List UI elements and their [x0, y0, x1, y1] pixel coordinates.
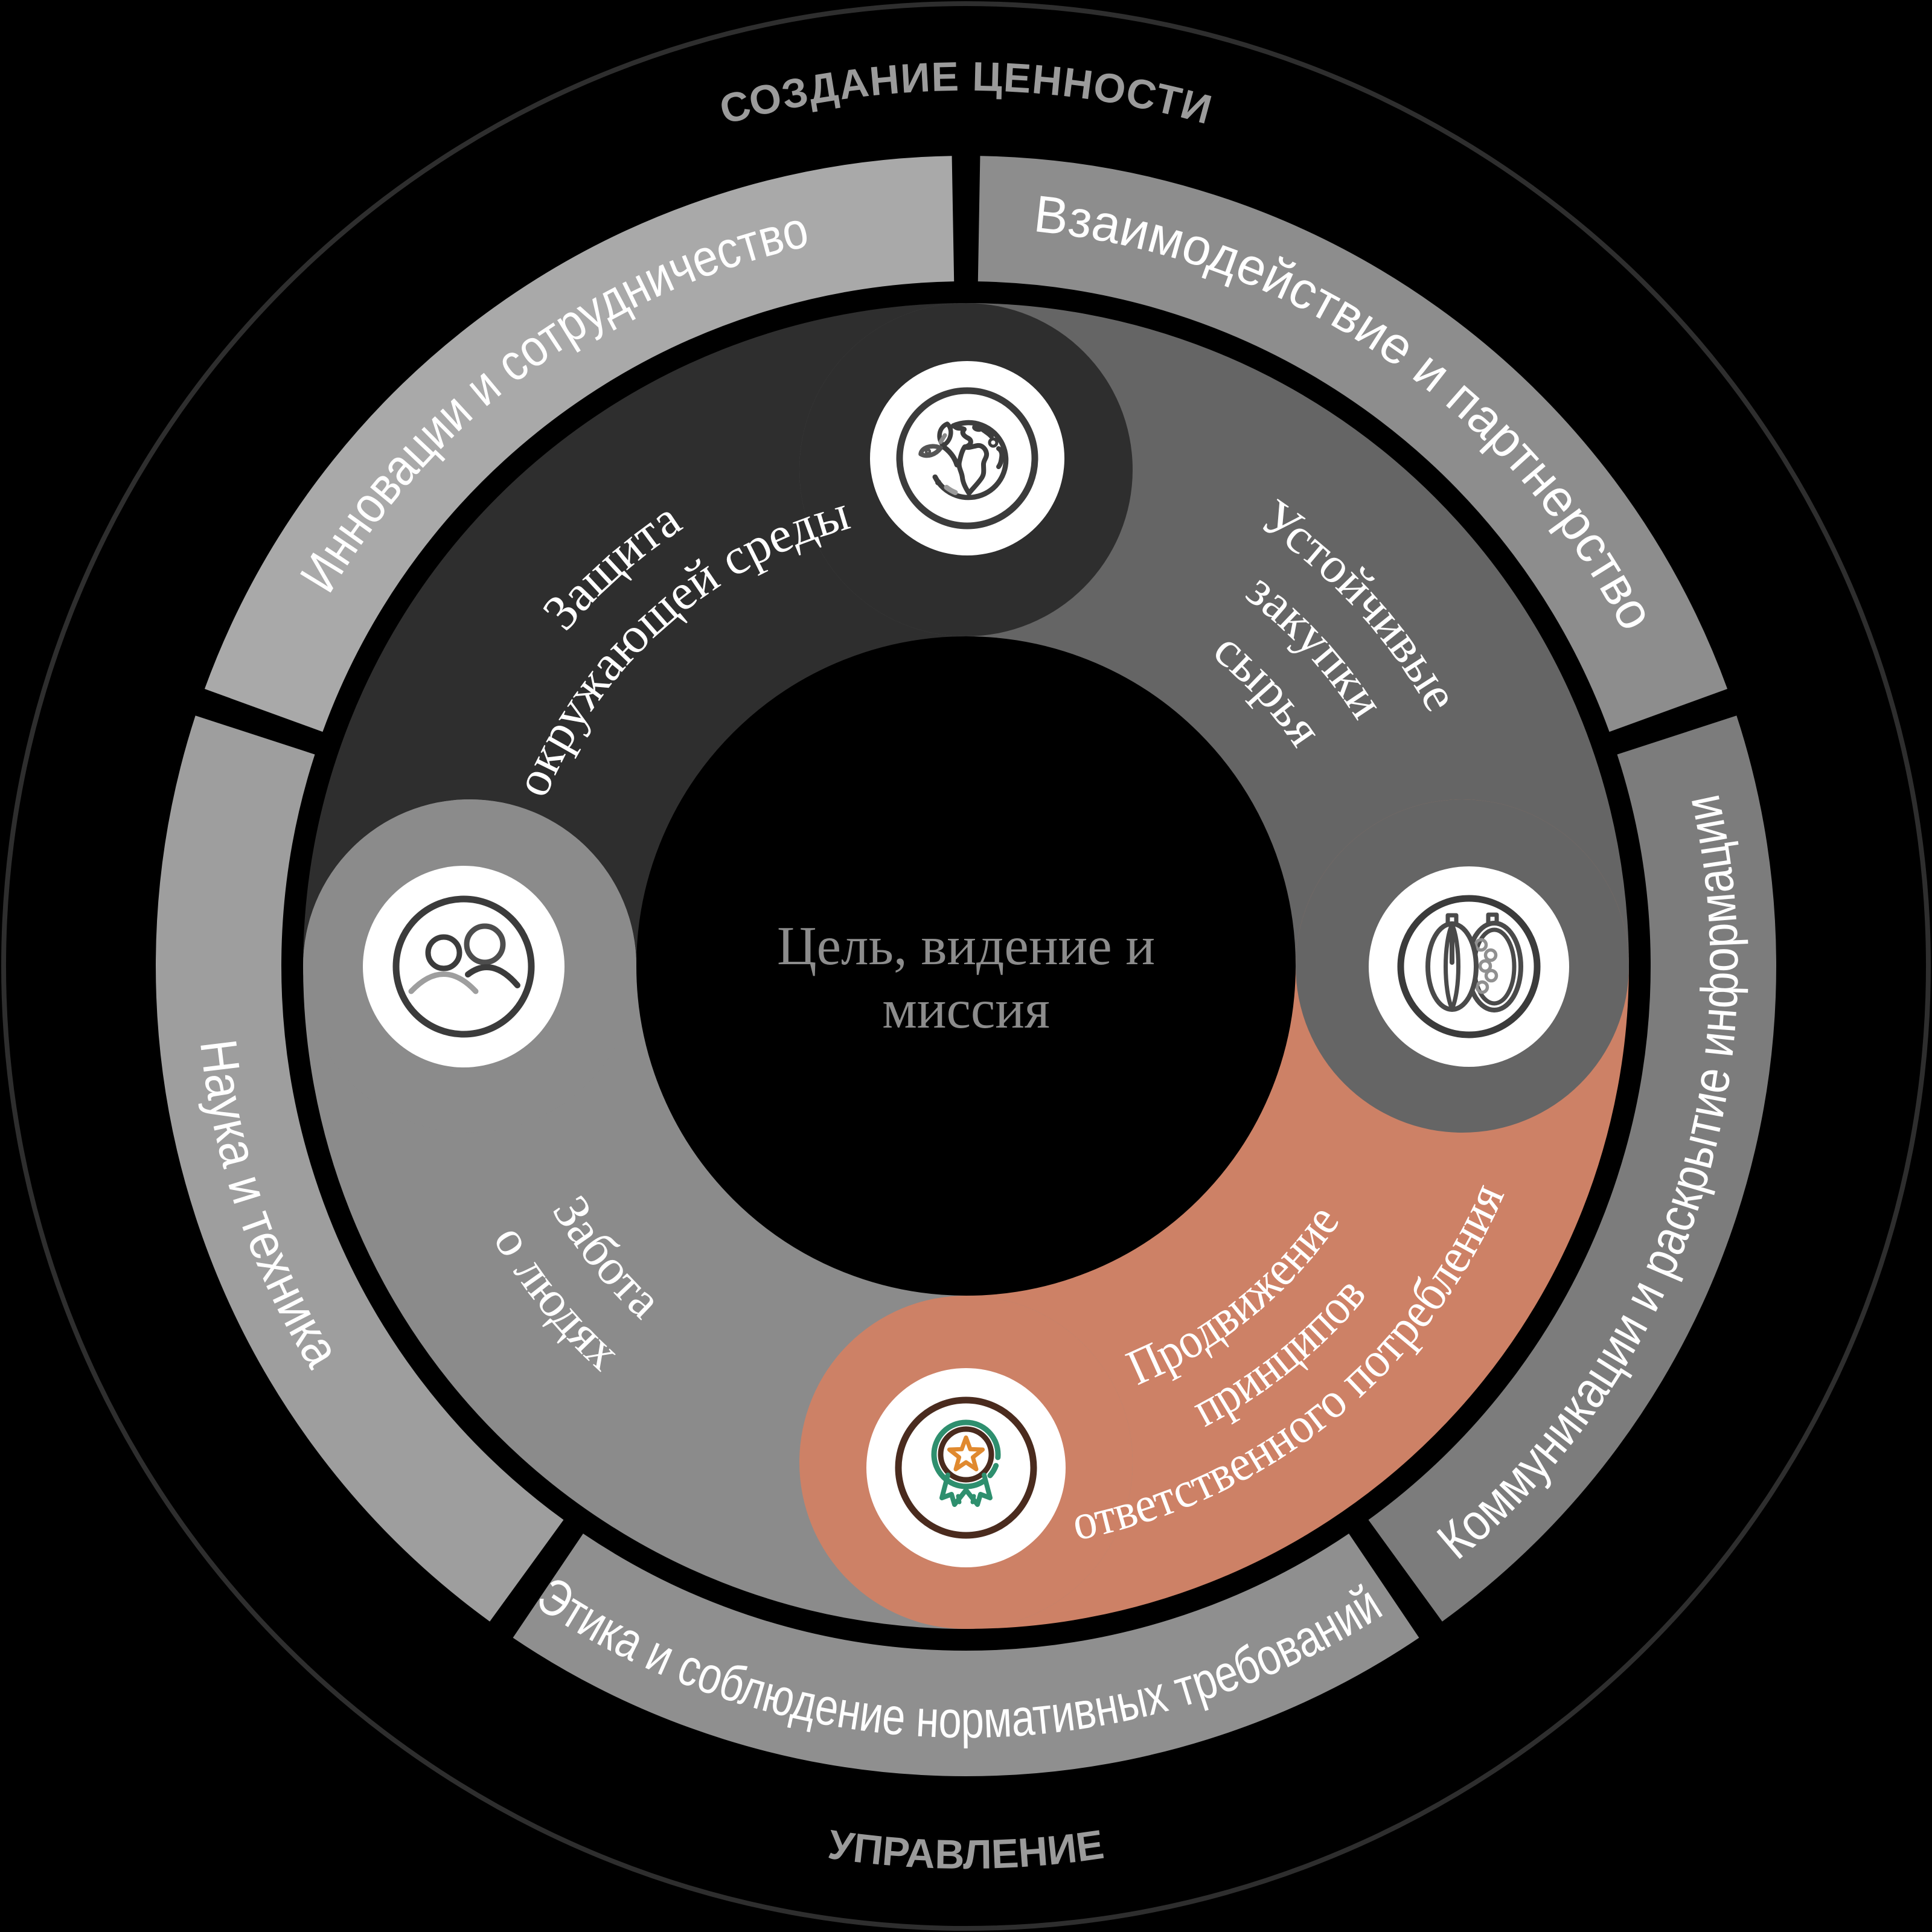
- svg-text:миссия: миссия: [882, 979, 1050, 1040]
- svg-text:Цель, видение и: Цель, видение и: [777, 915, 1155, 976]
